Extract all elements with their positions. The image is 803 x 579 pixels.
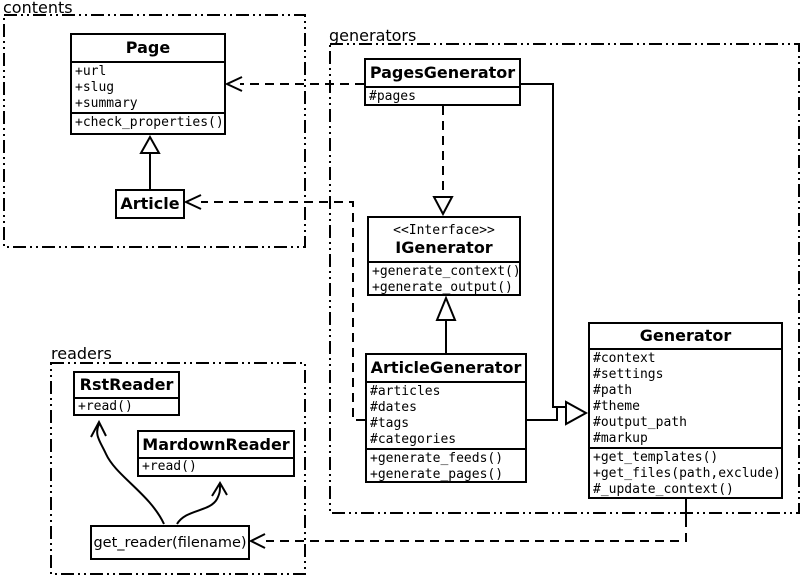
attribute-row: #context	[593, 351, 656, 366]
class-methods: +read()	[139, 457, 293, 475]
class-title: Generator	[639, 326, 732, 345]
class-title-text: IGenerator	[395, 237, 493, 257]
class-title: ArticleGenerator	[370, 358, 522, 377]
attribute-row: #settings	[593, 367, 664, 382]
attribute-row: +summary	[75, 96, 138, 112]
attribute-row: #markup	[593, 431, 648, 446]
class-methods: +read()	[75, 397, 178, 414]
method-row: +read()	[142, 459, 197, 474]
class-methods: +generate_feeds() +generate_pages()	[367, 448, 525, 481]
interface-stereotype: <<Interface>>	[393, 222, 495, 238]
method-row: +get_files(path,exclude)	[593, 466, 781, 481]
class-attributes: #context #settings #path #theme #output_…	[590, 348, 781, 447]
open-arrowhead-article	[183, 194, 202, 210]
function-box-get-reader: get_reader(filename)	[90, 525, 250, 560]
class-articlegenerator: ArticleGenerator #articles #dates #tags …	[365, 353, 527, 483]
class-methods: +generate_context() +generate_output()	[369, 261, 519, 294]
method-row: +get_templates()	[593, 450, 719, 465]
method-row: +read()	[78, 399, 133, 414]
dependency-line-generator-getreader	[266, 518, 687, 542]
attribute-row: #output_path	[593, 415, 687, 430]
attribute-row: #theme	[593, 399, 640, 414]
attribute-row: #pages	[369, 89, 416, 104]
open-arrowhead-mardownreader	[211, 481, 228, 497]
class-title: RstReader	[79, 375, 174, 394]
attribute-row: #dates	[370, 400, 417, 415]
generalization-triangle-generator	[565, 400, 589, 426]
attribute-row: #tags	[370, 416, 410, 431]
class-page: Page +url +slug +summary +check_properti…	[70, 33, 226, 135]
attribute-row: +slug	[75, 80, 115, 96]
function-label: get_reader(filename)	[93, 534, 247, 551]
realization-triangle-igenerator	[432, 196, 454, 217]
package-frame-generators	[329, 43, 800, 514]
attribute-row: #categories	[370, 432, 457, 447]
class-title: MardownReader	[142, 434, 290, 454]
method-row: +generate_pages()	[370, 467, 504, 481]
class-mardownreader: MardownReader +read()	[137, 430, 295, 477]
class-title: Page	[125, 38, 171, 58]
class-attributes: #articles #dates #tags #categories	[367, 381, 525, 448]
curve-getreader-rstreader	[96, 423, 165, 525]
class-methods: +check_properties()	[72, 112, 224, 133]
class-title: PagesGenerator	[369, 63, 516, 82]
generalization-line-articlegenerator-generator	[527, 407, 558, 421]
class-attributes: #pages	[366, 86, 519, 104]
class-pagesgenerator: PagesGenerator #pages	[364, 58, 521, 106]
class-attributes: +url +slug +summary	[72, 61, 224, 112]
class-title: Article	[120, 194, 180, 213]
class-generator: Generator #context #settings #path #them…	[588, 322, 783, 499]
open-arrowhead-page	[224, 76, 243, 92]
method-row: +generate_context()	[372, 264, 519, 279]
method-row: +generate_feeds()	[370, 451, 504, 466]
package-frame-contents	[3, 14, 306, 248]
generalization-line-pagesgenerator-generator	[521, 83, 566, 408]
generalization-triangle-article-page	[139, 134, 161, 154]
attribute-row: #articles	[370, 384, 441, 399]
package-label-generators: generators	[329, 26, 417, 45]
class-title: <<Interface>> IGenerator	[369, 218, 519, 261]
open-arrowhead-rstreader	[90, 419, 107, 438]
attribute-row: #path	[593, 383, 633, 398]
package-frame-readers	[50, 362, 306, 575]
class-article: Article	[115, 189, 185, 219]
attribute-row: +url	[75, 64, 107, 80]
method-row: +check_properties()	[75, 115, 224, 131]
dependency-line-articlegenerator-article	[201, 201, 365, 421]
class-rstreader: RstReader +read()	[73, 371, 180, 416]
generalization-triangle-igenerator	[435, 295, 457, 321]
package-label-readers: readers	[51, 344, 112, 363]
curve-getreader-mardownreader	[176, 484, 221, 525]
class-methods: +get_templates() +get_files(path,exclude…	[590, 447, 781, 497]
open-arrowhead-getreader	[248, 533, 266, 549]
method-row: +generate_output()	[372, 280, 513, 294]
class-igenerator: <<Interface>> IGenerator +generate_conte…	[367, 216, 521, 296]
method-row: #_update_context()	[593, 482, 734, 497]
package-label-contents: contents	[3, 0, 73, 17]
